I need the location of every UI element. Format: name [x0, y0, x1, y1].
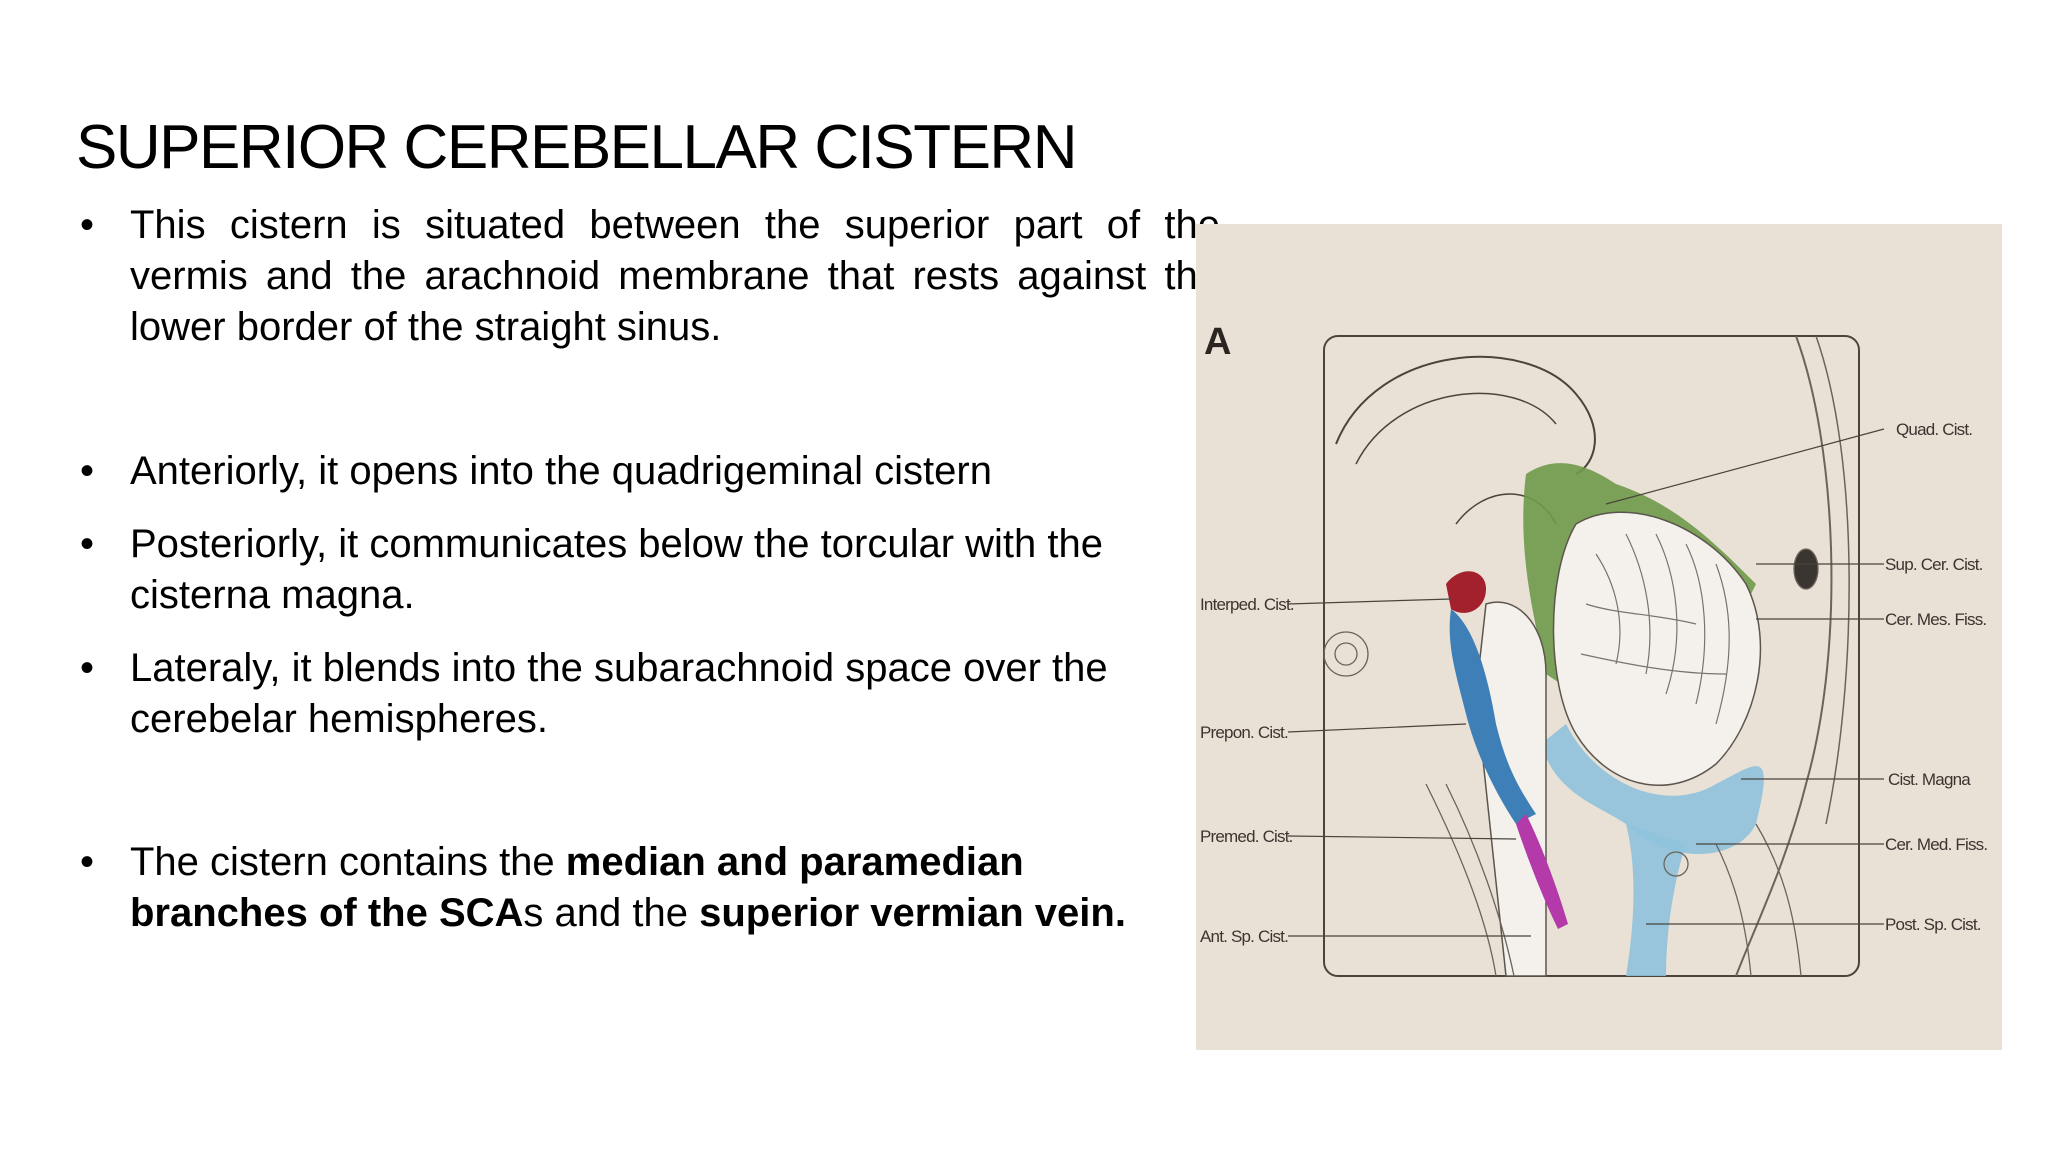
panel-letter: A — [1204, 321, 1231, 363]
bullet-anterior: Anteriorly, it opens into the quadrigemi… — [76, 446, 1156, 497]
bullet-location: This cistern is situated between the sup… — [76, 200, 1220, 353]
label-ant-sp-cist: Ant. Sp. Cist. — [1200, 927, 1288, 946]
spinal-structures — [1323, 548, 1819, 977]
bullet-contents-text-2: s and the — [523, 891, 700, 935]
anatomical-figure: A — [1196, 224, 2002, 1050]
interpeduncular-cistern-red — [1446, 571, 1486, 613]
leader-lines-right — [1605, 428, 1885, 925]
skull-inner-outline — [1815, 335, 1850, 825]
label-post-sp-cist: Post. Sp. Cist. — [1885, 915, 1981, 934]
label-interped-cist: Interped. Cist. — [1200, 595, 1294, 614]
cisterna-magna-blue — [1541, 724, 1764, 854]
label-sup-cer-cist: Sup. Cer. Cist. — [1885, 555, 1983, 574]
post-spinal-cistern-blue — [1626, 824, 1686, 976]
bullet-contents: The cistern contains the median and para… — [76, 837, 1156, 939]
label-quad-cist: Quad. Cist. — [1896, 420, 1972, 439]
label-prepon-cist: Prepon. Cist. — [1200, 723, 1288, 742]
cerebellar-folia — [1580, 533, 1730, 725]
corpus-callosum-outline — [1335, 355, 1596, 475]
label-cer-med-fiss: Cer. Med. Fiss. — [1885, 835, 1987, 854]
bullet-posterior: Posteriorly, it communicates below the t… — [76, 519, 1156, 621]
bullet-list: This cistern is situated between the sup… — [76, 200, 1220, 939]
bullet-contents-text-1: The cistern contains the — [130, 840, 566, 884]
bullet-contents-bold-1: median and paramedian branches of the SC… — [130, 840, 1024, 935]
cerebellum — [1552, 511, 1762, 787]
label-cist-magna: Cist. Magna — [1888, 770, 1971, 789]
label-cer-mes-fiss: Cer. Mes. Fiss. — [1885, 610, 1986, 629]
fornix-outline — [1355, 392, 1557, 465]
bullet-contents-bold-2: superior vermian vein. — [699, 891, 1126, 935]
leader-lines-left — [1287, 598, 1531, 937]
premedullary-cistern-magenta — [1516, 814, 1568, 929]
occipital-bone-outline — [1735, 335, 1833, 977]
label-premed-cist: Premed. Cist. — [1200, 827, 1293, 846]
prepontine-cistern-blue — [1449, 609, 1536, 824]
slide-title: SUPERIOR CEREBELLAR CISTERN — [76, 112, 1077, 182]
cisterns-illustration: A — [1200, 321, 1988, 977]
bullet-lateral: Lateraly, it blends into the subarachnoi… — [76, 643, 1156, 745]
